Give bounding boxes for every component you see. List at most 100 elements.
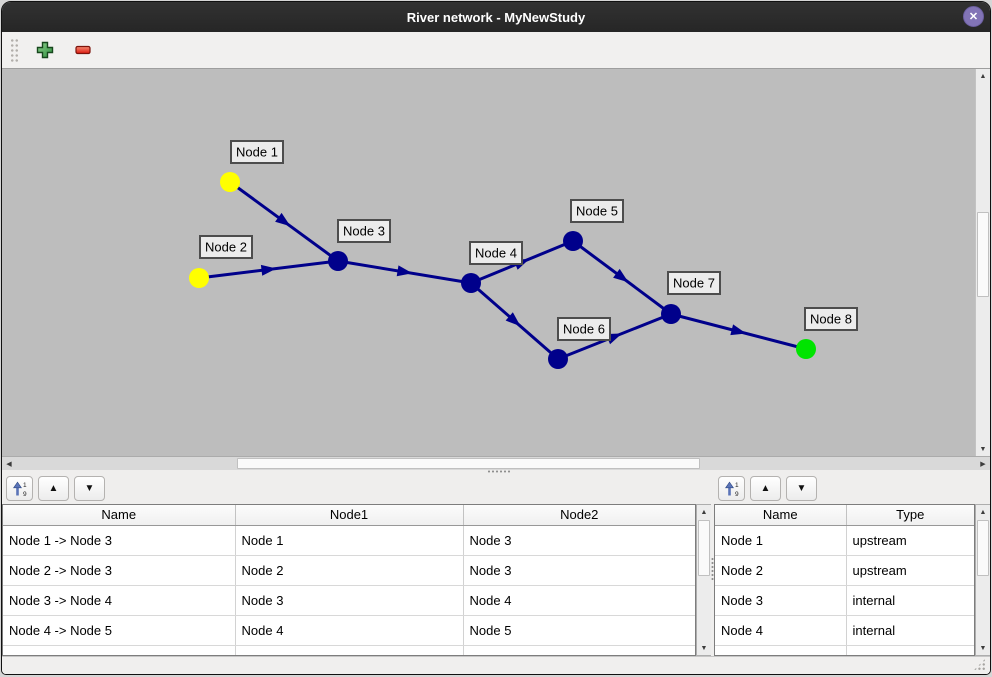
column-header[interactable]: Name xyxy=(3,505,236,526)
scroll-down-button[interactable]: ▼ xyxy=(697,641,711,655)
node-label-box[interactable] xyxy=(469,241,523,265)
node-label: Node 7 xyxy=(673,276,715,291)
scrollbar-thumb[interactable] xyxy=(236,458,701,469)
table-cell[interactable]: Node 2 xyxy=(235,555,464,586)
table-cell[interactable]: Node 4 xyxy=(235,615,464,646)
network-node[interactable] xyxy=(328,251,348,271)
scrollbar-track[interactable] xyxy=(976,519,990,641)
table-cell[interactable]: internal xyxy=(846,585,974,616)
resize-grip[interactable] xyxy=(973,658,986,671)
network-node[interactable] xyxy=(548,349,568,369)
reach-table-scrollbar[interactable]: ▲ ▼ xyxy=(696,504,711,656)
move-down-button[interactable]: ▼ xyxy=(74,476,105,501)
scrollbar-thumb[interactable] xyxy=(977,211,989,297)
table-cell[interactable]: Node 1 xyxy=(235,525,464,556)
network-node[interactable] xyxy=(461,273,481,293)
network-node[interactable] xyxy=(220,172,240,192)
table-cell[interactable]: Node 3 -> Node 4 xyxy=(3,585,236,616)
move-up-button[interactable]: ▲ xyxy=(750,476,781,501)
vertical-splitter[interactable] xyxy=(711,473,714,656)
table-cell[interactable]: Node 1 -> Node 3 xyxy=(3,525,236,556)
sort-button[interactable]: 1 9 xyxy=(6,476,33,501)
table-cell xyxy=(235,645,464,655)
main-toolbar xyxy=(2,32,990,69)
remove-node-button[interactable] xyxy=(71,38,95,62)
table-cell[interactable]: internal xyxy=(846,615,974,646)
network-node[interactable] xyxy=(661,304,681,324)
column-header[interactable]: Type xyxy=(846,505,974,526)
scrollbar-thumb[interactable] xyxy=(977,520,989,577)
canvas-vertical-scrollbar[interactable]: ▲ ▼ xyxy=(975,69,990,456)
toolbar-grip-handle[interactable] xyxy=(10,38,19,62)
scrollbar-track[interactable] xyxy=(697,519,711,641)
close-button[interactable]: ✕ xyxy=(963,6,984,27)
edge-direction-arrow-icon xyxy=(730,324,747,336)
node-toolbar: 1 9 ▲ ▼ xyxy=(714,473,990,504)
node-label-box[interactable] xyxy=(570,199,624,223)
node-label-box[interactable] xyxy=(557,317,611,341)
table-cell[interactable]: Node 1 xyxy=(715,525,847,556)
scroll-up-button[interactable]: ▲ xyxy=(697,505,711,519)
node-label-box[interactable] xyxy=(667,271,721,295)
node-label: Node 1 xyxy=(236,145,278,160)
scrollbar-track[interactable] xyxy=(976,83,990,442)
node-label-box[interactable] xyxy=(804,307,858,331)
scroll-up-button[interactable]: ▲ xyxy=(976,69,990,83)
column-header[interactable]: Node1 xyxy=(235,505,464,526)
scroll-down-button[interactable]: ▼ xyxy=(976,641,990,655)
table-cell[interactable]: upstream xyxy=(846,525,974,556)
move-down-button[interactable]: ▼ xyxy=(786,476,817,501)
scroll-right-button[interactable]: ▶ xyxy=(976,457,990,470)
svg-text:9: 9 xyxy=(23,491,27,497)
node-table-scrollbar[interactable]: ▲ ▼ xyxy=(975,504,990,656)
column-header[interactable]: Name xyxy=(715,505,847,526)
table-cell[interactable]: Node 3 xyxy=(235,585,464,616)
node-label-box[interactable] xyxy=(230,140,284,164)
node-label-box[interactable] xyxy=(199,235,253,259)
move-up-button[interactable]: ▲ xyxy=(38,476,69,501)
horizontal-splitter[interactable] xyxy=(2,470,990,473)
scroll-right-icon: ▶ xyxy=(980,460,986,468)
network-node[interactable] xyxy=(796,339,816,359)
sort-button[interactable]: 1 9 xyxy=(718,476,745,501)
scrollbar-track[interactable] xyxy=(16,457,976,470)
up-arrow-icon: ▲ xyxy=(760,483,771,494)
table-cell[interactable]: Node 2 xyxy=(715,555,847,586)
table-cell[interactable]: Node 3 xyxy=(463,525,695,556)
scroll-left-button[interactable]: ◀ xyxy=(2,457,16,470)
table-cell[interactable]: Node 4 xyxy=(463,585,695,616)
node-label-box[interactable] xyxy=(337,219,391,243)
table-cell[interactable]: upstream xyxy=(846,555,974,586)
scroll-down-button[interactable]: ▼ xyxy=(976,442,990,456)
network-node[interactable] xyxy=(189,268,209,288)
table-cell[interactable]: Node 3 xyxy=(715,585,847,616)
canvas-horizontal-scrollbar[interactable]: ◀ ▶ xyxy=(2,456,990,470)
add-node-button[interactable] xyxy=(33,38,57,62)
status-bar xyxy=(2,656,990,674)
column-header[interactable]: Node2 xyxy=(463,505,695,526)
table-cell[interactable]: Node 2 -> Node 3 xyxy=(3,555,236,586)
network-node[interactable] xyxy=(563,231,583,251)
splitter-grip-icon xyxy=(487,470,511,473)
table-cell[interactable]: Node 5 xyxy=(463,615,695,646)
edge-direction-arrow-icon xyxy=(275,212,291,227)
table-cell[interactable]: Node 4 -> Node 5 xyxy=(3,615,236,646)
table-cell[interactable]: Node 3 xyxy=(463,555,695,586)
table-cell[interactable]: Node 4 xyxy=(715,615,847,646)
scroll-up-button[interactable]: ▲ xyxy=(976,505,990,519)
scrollbar-thumb[interactable] xyxy=(698,520,710,577)
node-label: Node 3 xyxy=(343,224,385,239)
close-icon: ✕ xyxy=(968,11,979,23)
